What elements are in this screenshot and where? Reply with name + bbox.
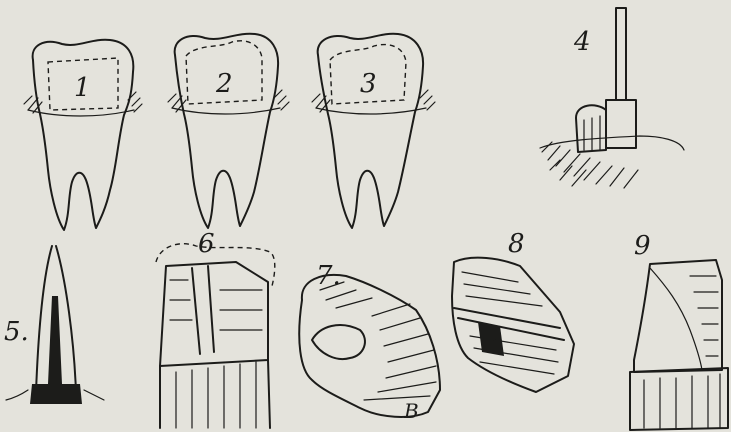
figure-label-7: 7. [316,261,341,291]
jacket-crown-figure-9: 9 [630,231,728,430]
prepared-tooth-figure-6: 6 [156,229,275,428]
root-post-figure-5: 5. [4,246,104,404]
figure-label-3: 3 [360,69,377,99]
tooth-figure-3: 3 [312,34,435,228]
post-crown-figure-4: 4 [540,8,684,188]
molar-crown-figure-7: 7. B [299,261,440,423]
figure-label-2: 2 [215,69,233,99]
figure-label-9: 9 [634,231,651,261]
figure-7-marker-b: B [403,399,419,423]
figure-label-8: 8 [508,229,525,259]
figure-label-1: 1 [74,73,91,103]
tooth-figure-1: 1 [24,40,142,230]
tooth-figure-2: 2 [168,34,289,228]
figure-label-5: 5. [4,317,29,347]
figure-label-6: 6 [198,229,215,259]
inlay-figure-8: 8 [452,229,574,392]
figure-label-4: 4 [573,27,591,57]
